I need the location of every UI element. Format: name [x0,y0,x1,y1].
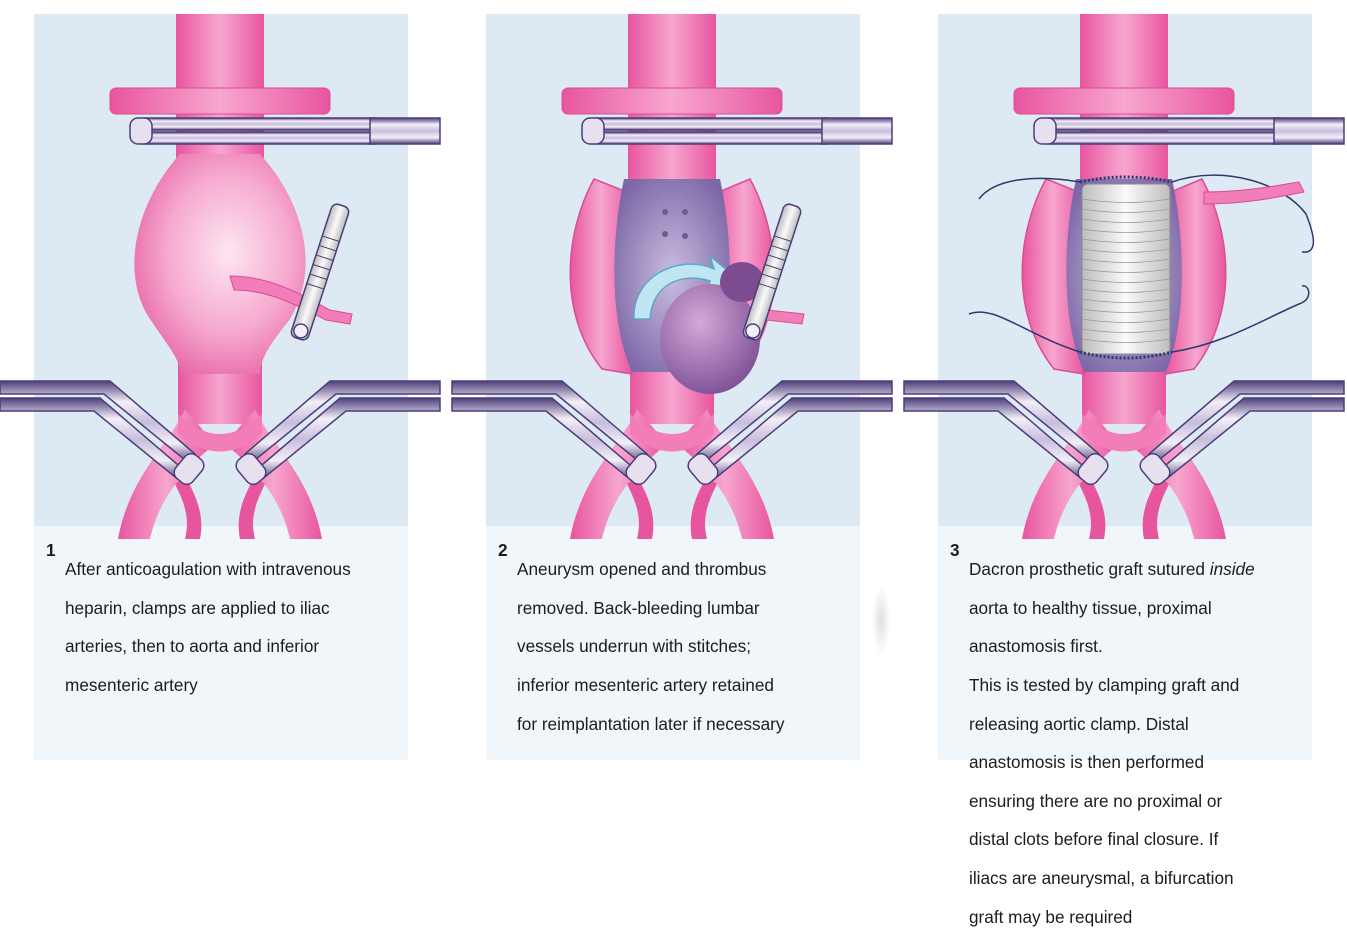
caption-3-line-1: Dacron prosthetic graft sutured inside [969,560,1340,579]
caption-2-line-3: vessels underrun with stitches; [517,637,878,656]
caption-2-line-4: inferior mesenteric artery retained [517,676,878,695]
caption-1-line-1: After anticoagulation with intravenous [65,560,426,579]
caption-3-line-1-text: Dacron prosthetic graft sutured [969,559,1210,579]
panel-3-illustration [904,14,1347,544]
caption-number-1: 1 [46,541,64,560]
caption-number-2: 2 [498,541,516,560]
caption-2: 2 Aneurysm opened and thrombus removed. … [498,541,878,753]
caption-3-line-5: releasing aortic clamp. Distal [969,715,1340,734]
caption-3-line-7: ensuring there are no proximal or [969,792,1340,811]
caption-1-line-3: arteries, then to aorta and inferior [65,637,426,656]
caption-2-line-2: removed. Back-bleeding lumbar [517,599,878,618]
caption-3-line-9: iliacs are aneurysmal, a bifurcation [969,869,1340,888]
caption-3-line-3: anastomosis first. [969,637,1340,656]
caption-3-line-8: distal clots before final closure. If [969,830,1340,849]
caption-number-3: 3 [950,541,968,560]
caption-3-line-2: aorta to healthy tissue, proximal [969,599,1340,618]
caption-3-line-4: This is tested by clamping graft and [969,676,1340,695]
caption-3-line-6: anastomosis is then performed [969,753,1340,772]
caption-3-line-10: graft may be required [969,908,1340,927]
caption-3-emphasis: inside [1210,559,1255,579]
caption-1-line-4: mesenteric artery [65,676,426,695]
caption-2-line-1: Aneurysm opened and thrombus [517,560,878,579]
dacron-graft [1082,184,1170,354]
panel-1-illustration [0,14,470,544]
aneurysm-sac [134,154,305,374]
inferior-mesenteric-artery [1204,182,1304,204]
panel-2-illustration [452,14,922,544]
caption-2-line-5: for reimplantation later if necessary [517,715,878,734]
caption-1-line-2: heparin, clamps are applied to iliac [65,599,426,618]
caption-3: 3 Dacron prosthetic graft sutured inside… [950,541,1340,946]
caption-1: 1 After anticoagulation with intravenous… [46,541,426,715]
